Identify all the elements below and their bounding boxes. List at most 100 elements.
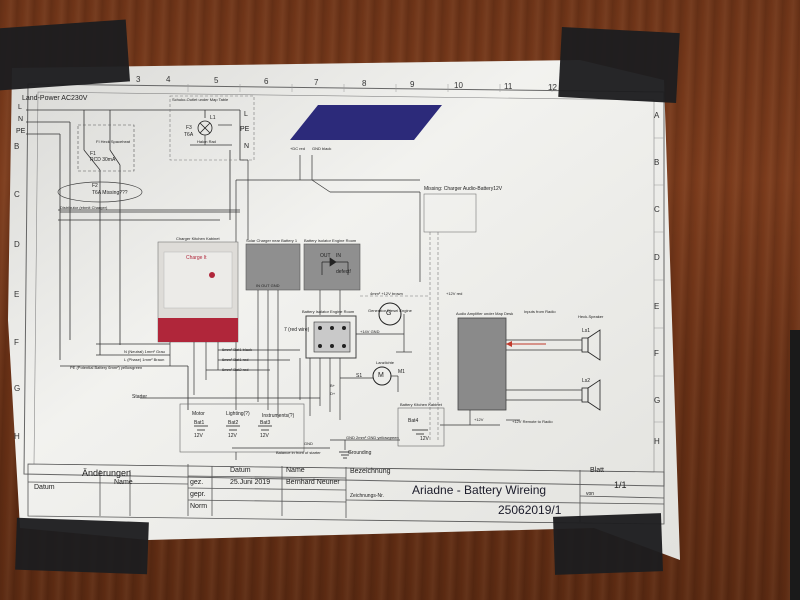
fi-box bbox=[77, 124, 135, 172]
row-g: G bbox=[654, 396, 661, 405]
wire-2-label: 6mm² Bat1 red bbox=[222, 357, 249, 362]
datum-header: Datum bbox=[230, 467, 251, 474]
col-12: 12 bbox=[548, 83, 557, 92]
bat1-voltage: 12V bbox=[194, 433, 203, 439]
l-label: L bbox=[18, 104, 22, 111]
charger-brand: Charge It bbox=[186, 255, 207, 261]
ls2-label: Ls2 bbox=[582, 378, 591, 384]
row-c: C bbox=[654, 205, 660, 214]
battery-icon-bat4 bbox=[412, 429, 428, 435]
dc-red-label: +DC red bbox=[290, 146, 306, 151]
d-plus-label: D+ bbox=[330, 391, 336, 396]
in-label: IN bbox=[336, 253, 341, 259]
generator-label: Generator Diesel Engine bbox=[368, 308, 412, 313]
plus14-label: +14V GND bbox=[360, 329, 380, 334]
bat3-label: Bat3 bbox=[260, 420, 271, 426]
pe-potential-label: PE (Potential Battery 6mm²) yellowgreen bbox=[70, 365, 143, 370]
lighting-label: Lighting(?) bbox=[226, 411, 250, 417]
row-h: H bbox=[654, 437, 660, 446]
solar-panel-logo bbox=[290, 105, 442, 140]
row-e: E bbox=[654, 302, 660, 311]
schuko-box bbox=[169, 95, 255, 161]
bat3-voltage: 12V bbox=[260, 433, 269, 439]
grounding-label: Grounding bbox=[348, 450, 372, 456]
row-left-g: G bbox=[14, 384, 21, 393]
drawing-title: Ariadne - Battery Wireing bbox=[412, 483, 547, 497]
datum-col-header: Datum bbox=[34, 484, 55, 491]
remote-radio-label: +12V Remote to Radio bbox=[512, 419, 553, 424]
col-7: 7 bbox=[314, 78, 319, 87]
isolator-label: Battery Isolator Engine Room bbox=[304, 238, 357, 243]
column-dividers bbox=[187, 84, 553, 92]
fi-heck-label: FI Heck Spaceheat bbox=[96, 139, 131, 144]
isolator-block bbox=[303, 243, 361, 291]
speaker-icon-2 bbox=[581, 379, 601, 411]
halon-rad-label: Halon Rad bbox=[197, 139, 216, 144]
col-9: 9 bbox=[410, 80, 415, 89]
row-left-e: E bbox=[14, 290, 20, 299]
solar-panel-text: B+ bbox=[330, 383, 336, 388]
tape-bottom-right bbox=[553, 513, 663, 575]
n-label: N bbox=[18, 116, 24, 123]
paper-shape bbox=[8, 60, 680, 560]
col-8: 8 bbox=[362, 79, 367, 88]
t6a-label: T6A bbox=[184, 132, 194, 138]
title-block bbox=[27, 463, 665, 525]
engine-isolator-label: Battery Isolator Engine Room bbox=[302, 309, 355, 314]
lanzlichte-label: Lanzlichte bbox=[376, 360, 395, 365]
schuko-l-label: L bbox=[244, 111, 248, 118]
wire-3-label: 6mm² Bat2 red bbox=[222, 367, 249, 372]
row-a: A bbox=[654, 111, 660, 120]
schuko-n-label: N bbox=[244, 143, 250, 150]
starter-label: Starter bbox=[132, 394, 148, 400]
gepr-label: gepr. bbox=[190, 491, 206, 498]
gnd-black-label: GND black bbox=[312, 146, 332, 151]
balance-label: Balance in front of starter bbox=[276, 450, 321, 455]
solar-charger-label: Solar Charger near Battery 1 bbox=[246, 238, 298, 243]
motor-label: Motor bbox=[192, 411, 205, 417]
f2-missing-ellipse bbox=[57, 181, 143, 203]
speaker-icon bbox=[581, 329, 601, 361]
row-left-c: C bbox=[14, 190, 20, 199]
distributor-label: Distributor (ebmit Charger) bbox=[60, 205, 108, 210]
zeichnungs-nr-label: Zeichnungs-Nr. bbox=[350, 493, 384, 499]
col-11: 11 bbox=[504, 82, 513, 91]
bat4-voltage: 12V bbox=[420, 436, 429, 442]
date-value: 25.Juni 2019 bbox=[230, 479, 271, 486]
drawing-number: 25062019/1 bbox=[498, 503, 562, 517]
battery-icons bbox=[194, 425, 272, 431]
motor-symbol: M bbox=[378, 372, 384, 379]
col-5: 5 bbox=[214, 76, 219, 85]
charger-face bbox=[163, 251, 233, 309]
audio-amp-label: Audio Amplifier under Map Desk bbox=[456, 311, 514, 316]
row-d: D bbox=[654, 253, 660, 262]
battery-kitchen-label: Battery Kitchen Kabinet bbox=[400, 402, 442, 407]
gnd-yellowgreen-label: GND 2mm² GND yellowgreen bbox=[346, 435, 399, 440]
ground-lines bbox=[232, 439, 400, 460]
col-6: 6 bbox=[264, 77, 269, 86]
defect-label: defect! bbox=[336, 269, 352, 275]
heck-speaker-label: Heck-Speaker bbox=[578, 314, 604, 319]
l-phase-label: L (Phase) 1mm² Braun bbox=[124, 357, 165, 362]
solar-terminals-label: IN OUT GND bbox=[256, 283, 280, 288]
f3-label: F3 bbox=[186, 125, 192, 131]
person-value: Bernhard Neuner bbox=[286, 479, 340, 486]
row-left-b: B bbox=[14, 142, 20, 151]
row-left-f: F bbox=[14, 338, 19, 347]
f2-missing-label: T6A Missing??? bbox=[92, 190, 128, 196]
schuko-label: Schuko-Outlet under Map Table bbox=[172, 97, 229, 102]
aenderungen-header: Änderungen bbox=[82, 468, 132, 478]
wire-1-label: 6mm² Bat1 black bbox=[222, 347, 253, 352]
generator-icon bbox=[378, 302, 402, 326]
bat1-label: Bat1 bbox=[194, 420, 205, 426]
von-label: von bbox=[586, 491, 595, 497]
row-f: F bbox=[654, 349, 659, 358]
solar-charger-block bbox=[245, 243, 301, 291]
land-power-label: Land-Power AC230V bbox=[22, 95, 88, 102]
bat2-label: Bat2 bbox=[228, 420, 239, 426]
starter-lines bbox=[140, 358, 399, 420]
plus12v-label: +12V bbox=[474, 417, 484, 422]
missing-charger-label: Missing: Charger Audio-Battery12V bbox=[424, 186, 503, 192]
bat2-voltage: 12V bbox=[228, 433, 237, 439]
s1-label: S1 bbox=[356, 373, 363, 379]
